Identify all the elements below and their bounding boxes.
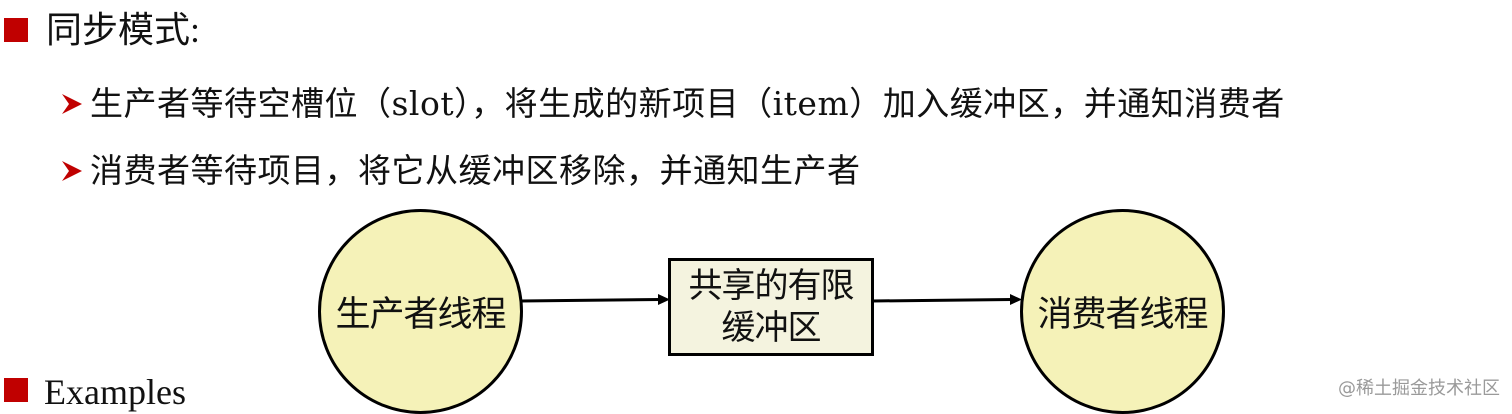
sub-bullet-producer: 生产者等待空槽位（slot），将生成的新项目（item）加入缓冲区，并通知消费者	[90, 84, 1285, 123]
consumer-thread-label: 消费者线程	[1037, 295, 1208, 335]
arrow-buffer-to-consumer	[872, 294, 1022, 305]
sub-bullet-consumer: 消费者等待项目，将它从缓冲区移除，并通知生产者	[90, 151, 861, 190]
shared-bounded-buffer-node: 共享的有限 缓冲区	[668, 258, 874, 356]
buffer-label-line1: 共享的有限	[688, 266, 855, 306]
producer-thread-label: 生产者线程	[335, 295, 506, 335]
buffer-label-line2: 缓冲区	[721, 308, 822, 348]
arrow-bullet-icon	[62, 94, 82, 114]
square-bullet-icon	[4, 378, 28, 402]
arrow-bullet-icon	[62, 161, 82, 181]
producer-thread-node: 生产者线程	[318, 209, 523, 414]
heading-examples: Examples	[44, 372, 186, 412]
square-bullet-icon	[4, 18, 28, 42]
consumer-thread-node: 消费者线程	[1020, 209, 1225, 414]
arrow-producer-to-buffer	[520, 294, 670, 305]
heading-sync-mode: 同步模式:	[46, 10, 201, 50]
watermark: @稀土掘金技术社区	[1338, 378, 1500, 399]
